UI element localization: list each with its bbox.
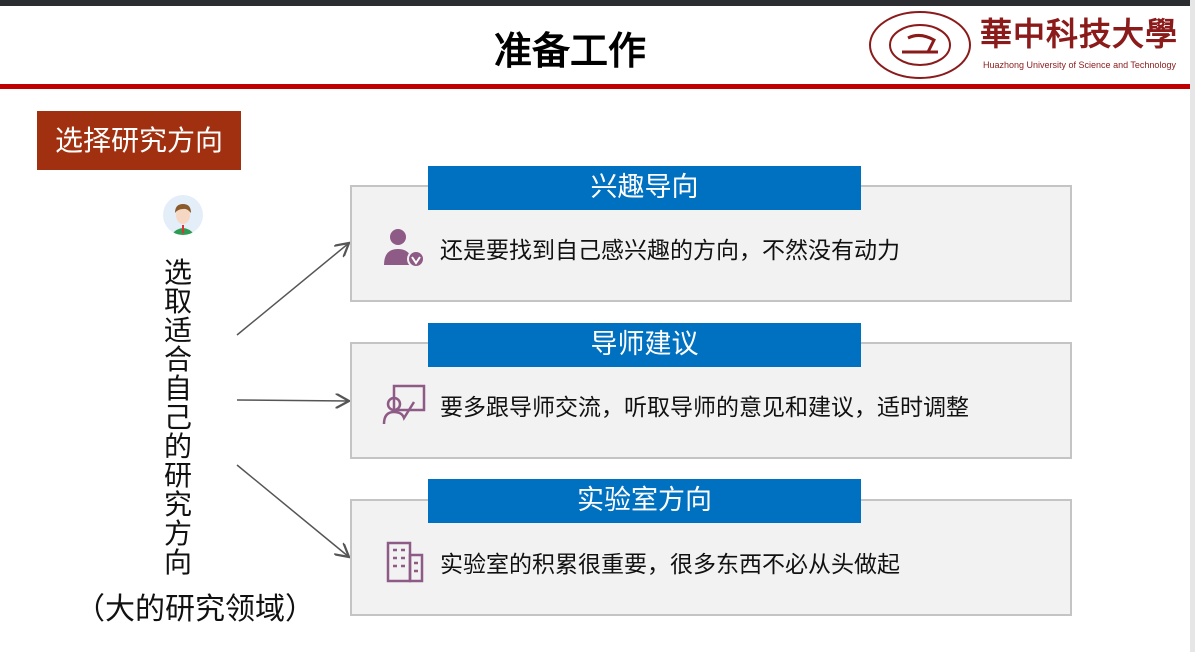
card-text: 要多跟导师交流，听取导师的意见和建议，适时调整 [440,395,969,421]
card-text: 实验室的积累很重要，很多东西不必从头做起 [440,552,900,578]
card-heading: 兴趣导向 [428,166,861,210]
teacher-board-icon [382,382,426,426]
subtitle: （大的研究领域） [75,592,315,627]
header-divider [0,84,1190,89]
university-seal-icon [869,11,971,79]
logo-cn: 華中科技大學 [980,15,1179,53]
vertical-caption: 选取适合自己的研究方向 [163,256,192,579]
avatar-icon [163,195,203,235]
university-logo: 華中科技大學 Huazhong University of Science an… [868,10,1190,80]
logo-en: Huazhong University of Science and Techn… [983,60,1176,70]
top-bar [0,0,1195,6]
section-label: 选择研究方向 [37,111,241,170]
scrollbar[interactable] [1190,0,1195,652]
arrow-3 [236,464,349,557]
card-text: 还是要找到自己感兴趣的方向，不然没有动力 [440,238,900,264]
arrow-1 [236,243,349,336]
building-icon [382,539,426,583]
card-heading: 导师建议 [428,323,861,367]
card-heading: 实验室方向 [428,479,861,523]
user-check-icon [382,225,426,269]
page-title: 准备工作 [493,29,646,73]
arrow-2 [236,400,349,401]
